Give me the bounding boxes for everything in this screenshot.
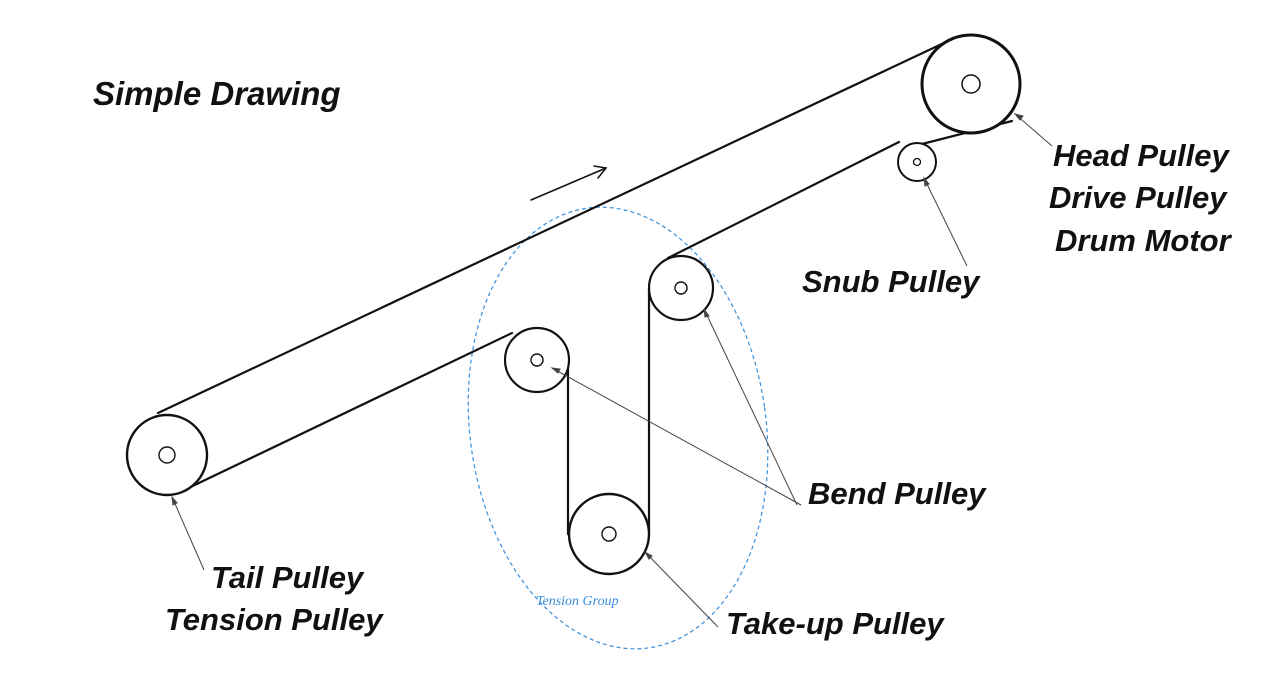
label-tail-pulley: Tail Pulley <box>211 560 364 595</box>
bend-pulley-right <box>647 254 715 322</box>
label-tension-pulley: Tension Pulley <box>165 602 383 637</box>
leader-snub <box>923 177 968 267</box>
label-drum-motor: Drum Motor <box>1055 223 1231 258</box>
label-take-up-pulley: Take-up Pulley <box>726 606 944 641</box>
leader-bend-left <box>551 367 802 506</box>
label-drive-pulley: Drive Pulley <box>1049 180 1227 215</box>
bend-pulley-left <box>503 326 571 394</box>
label-bend-pulley: Bend Pulley <box>808 476 986 511</box>
leader-tail <box>171 496 205 571</box>
leader-bend-right <box>703 308 798 506</box>
leader-takeup <box>644 551 719 628</box>
label-tension-group: Tension Group <box>536 594 619 609</box>
belt-return-upper <box>666 140 901 260</box>
direction-arrow-icon <box>530 165 608 201</box>
head-pulley <box>920 33 1022 135</box>
tail-pulley <box>125 413 209 497</box>
snub-pulley <box>897 142 937 182</box>
leader-lines <box>171 113 1053 628</box>
leader-head <box>1014 113 1053 147</box>
conveyor-belt <box>156 40 1014 536</box>
page-title: Simple Drawing <box>93 75 341 112</box>
label-snub-pulley: Snub Pulley <box>802 264 980 299</box>
take-up-pulley <box>567 492 651 576</box>
belt-return-lower <box>176 331 514 495</box>
belt-carry-run <box>156 40 948 415</box>
label-head-pulley: Head Pulley <box>1053 138 1229 173</box>
tension-group-outline <box>467 206 769 650</box>
